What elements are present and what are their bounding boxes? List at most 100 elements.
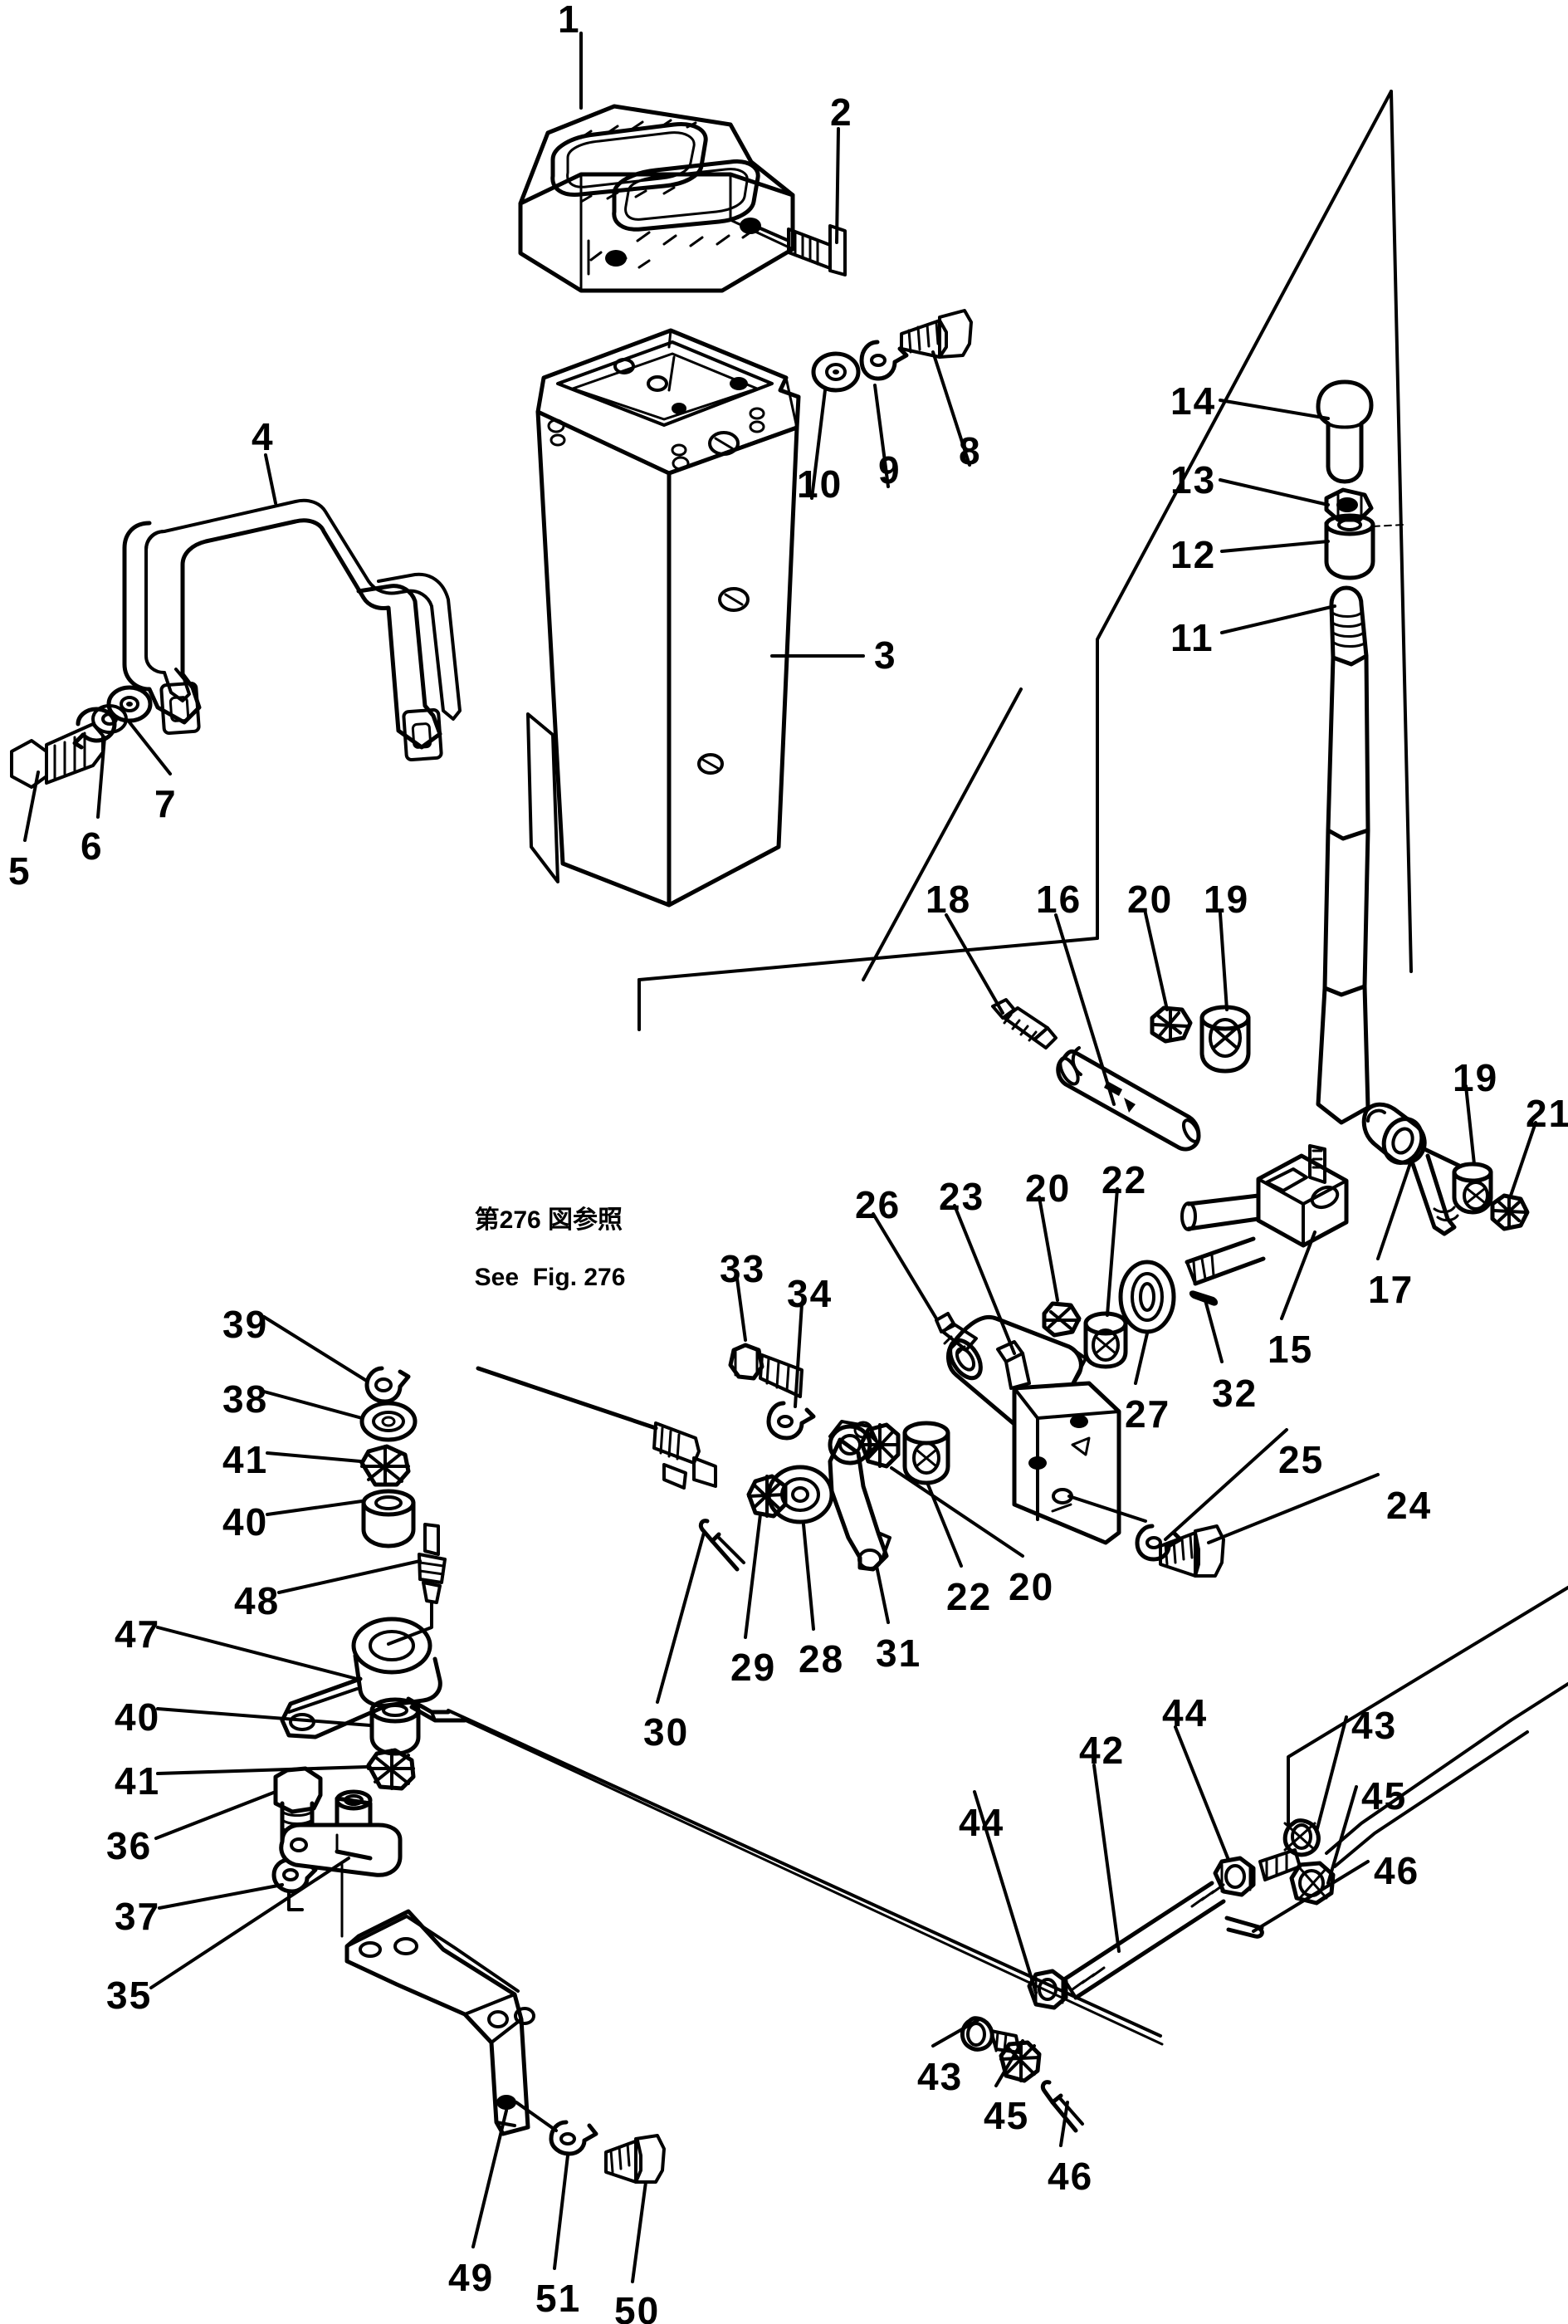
callout-4[interactable]: 4: [252, 415, 275, 458]
part-bushing-40: [361, 1489, 416, 1549]
callout-20b[interactable]: 20: [1025, 1167, 1072, 1210]
part-ball-joint-17: [1361, 1102, 1462, 1236]
callout-48[interactable]: 48: [234, 1579, 281, 1622]
part-bushing-22: [1083, 1311, 1128, 1369]
callout-1[interactable]: 1: [558, 0, 581, 41]
callout-6[interactable]: 6: [81, 824, 104, 868]
callout-22[interactable]: 22: [1102, 1158, 1148, 1201]
callout-12[interactable]: 12: [1170, 533, 1217, 576]
part-control-cover: [518, 104, 795, 293]
callout-36[interactable]: 36: [106, 1824, 153, 1867]
part-mount-bracket-49: [344, 1909, 535, 2136]
part-bushing-40b: [369, 1697, 421, 1756]
callout-34[interactable]: 34: [787, 1272, 833, 1315]
callout-14[interactable]: 14: [1170, 379, 1217, 423]
callout-11[interactable]: 11: [1170, 616, 1214, 659]
callout-13[interactable]: 13: [1170, 458, 1217, 501]
part-cotter-pin-46: [1224, 1915, 1264, 1939]
callout-23[interactable]: 23: [939, 1175, 985, 1218]
callout-17[interactable]: 17: [1368, 1268, 1414, 1311]
part-bushing-22b: [902, 1421, 950, 1485]
callout-43b[interactable]: 43: [917, 2055, 964, 2098]
part-hex-bolt-50: [604, 2134, 666, 2184]
part-hex-nut-20c: [859, 1422, 901, 1469]
part-jam-nut-44b: [1213, 1856, 1256, 1897]
callout-20c[interactable]: 20: [1009, 1565, 1055, 1608]
part-lock-washer-51: [515, 2101, 598, 2156]
part-cover-bolt: [759, 224, 847, 276]
see-figure-note: 第276 図参照 See Fig. 276: [461, 1177, 626, 1292]
callout-27[interactable]: 27: [1125, 1392, 1171, 1436]
part-castle-nut-41: [359, 1444, 411, 1487]
callout-2[interactable]: 2: [830, 91, 853, 134]
callout-38[interactable]: 38: [222, 1377, 269, 1421]
callout-19[interactable]: 19: [1204, 878, 1250, 921]
callout-15[interactable]: 15: [1268, 1328, 1314, 1371]
callout-33[interactable]: 33: [720, 1247, 766, 1290]
callout-51[interactable]: 51: [535, 2277, 582, 2320]
part-lever-knob: [1316, 379, 1374, 484]
callout-19b[interactable]: 19: [1453, 1056, 1499, 1099]
part-threaded-lever-rod-11: [1316, 585, 1370, 1125]
callout-22b[interactable]: 22: [946, 1575, 993, 1618]
callout-43[interactable]: 43: [1351, 1704, 1398, 1747]
callout-10[interactable]: 10: [797, 462, 843, 506]
callout-32[interactable]: 32: [1212, 1372, 1258, 1415]
callout-24[interactable]: 24: [1386, 1484, 1433, 1527]
callout-41b[interactable]: 41: [115, 1759, 161, 1803]
part-grease-fitting-26: [935, 1312, 978, 1355]
callout-42[interactable]: 42: [1079, 1729, 1126, 1772]
callout-44[interactable]: 44: [959, 1801, 1005, 1844]
part-mount-plate: [1012, 1381, 1147, 1545]
callout-3[interactable]: 3: [874, 634, 897, 677]
part-woodruff-key-32: [1189, 1290, 1219, 1306]
callout-31[interactable]: 31: [876, 1632, 922, 1675]
callout-41[interactable]: 41: [222, 1438, 269, 1481]
callout-47[interactable]: 47: [115, 1612, 161, 1656]
part-wire-guard: [122, 498, 462, 761]
part-clevis-pin-16: [1056, 1046, 1201, 1152]
callout-16[interactable]: 16: [1036, 878, 1082, 921]
callout-39[interactable]: 39: [222, 1303, 269, 1346]
part-adjusting-rod-42: [1062, 1881, 1226, 2000]
part-column-housing: [526, 328, 801, 908]
callout-26[interactable]: 26: [855, 1183, 901, 1226]
section-phantom-lines: [637, 90, 1568, 1827]
part-snap-ring-39: [364, 1366, 411, 1404]
callout-40b[interactable]: 40: [115, 1695, 161, 1739]
callout-9[interactable]: 9: [878, 448, 901, 492]
part-lock-nut-21: [1490, 1193, 1530, 1231]
callout-8[interactable]: 8: [959, 429, 982, 472]
part-spacer-bushing-19: [1199, 1005, 1251, 1074]
callout-25[interactable]: 25: [1278, 1438, 1325, 1481]
callout-7[interactable]: 7: [154, 782, 178, 825]
part-flange-bushing-27: [1118, 1260, 1176, 1334]
callout-5[interactable]: 5: [8, 849, 32, 893]
callout-37[interactable]: 37: [115, 1895, 161, 1938]
part-cotter-pin-30: [698, 1519, 745, 1572]
callout-30[interactable]: 30: [643, 1710, 690, 1754]
part-hex-nut-20b: [1042, 1301, 1082, 1338]
callout-21[interactable]: 21: [1526, 1092, 1568, 1135]
callout-29[interactable]: 29: [730, 1646, 777, 1689]
see-figure-note-en: See Fig. 276: [474, 1263, 626, 1291]
callout-45[interactable]: 45: [1361, 1774, 1408, 1818]
part-hex-nut-20: [1150, 1005, 1193, 1044]
callout-44b[interactable]: 44: [1162, 1691, 1209, 1734]
see-figure-note-jp: 第276 図参照: [474, 1206, 623, 1234]
callout-46b[interactable]: 46: [1048, 2155, 1094, 2198]
callout-46[interactable]: 46: [1374, 1849, 1420, 1892]
callout-20[interactable]: 20: [1127, 878, 1174, 921]
callout-49[interactable]: 49: [448, 2256, 495, 2299]
part-flange-washer-38: [359, 1401, 418, 1442]
callout-28[interactable]: 28: [799, 1637, 845, 1681]
part-yoke-bracket-15: [1180, 1144, 1349, 1248]
callout-40[interactable]: 40: [222, 1500, 269, 1544]
callout-35[interactable]: 35: [106, 1974, 153, 2017]
callout-18[interactable]: 18: [926, 878, 972, 921]
part-snap-ring-34: [766, 1401, 816, 1441]
callout-45b[interactable]: 45: [984, 2094, 1030, 2137]
part-castle-nut-29: [746, 1474, 788, 1519]
callout-50[interactable]: 50: [614, 2289, 661, 2324]
